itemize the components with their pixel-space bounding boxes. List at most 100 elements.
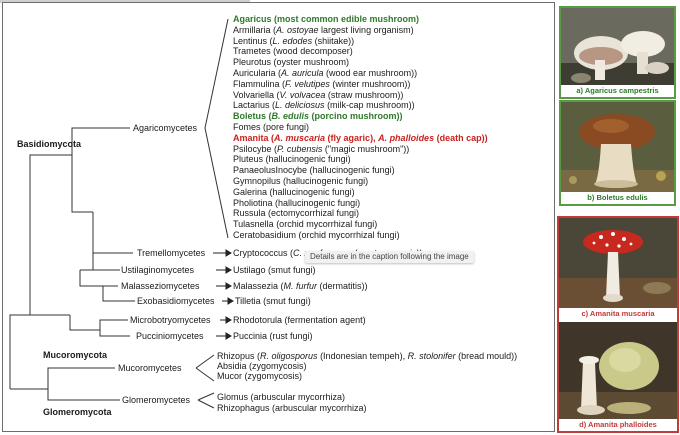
toxic-species-frame [557, 216, 679, 433]
text-run: Ustilago (smut fungi) [233, 265, 316, 275]
genus-entry: Ceratobasidium (orchid mycorrhizal fungi… [233, 230, 400, 240]
genus-entry: Volvariella (V. volvacea (straw mushroom… [233, 90, 403, 100]
text-run: Malassezia ( [233, 281, 284, 291]
text-run: Ceratobasidium (orchid mycorrhizal fungi… [233, 230, 400, 240]
text-run: A. phalloides [378, 132, 435, 143]
text-run: Rhizophagus (arbuscular mycorrhiza) [217, 402, 367, 413]
genus-entry: PanaeolusInocybe (hallucinogenic fungi) [233, 165, 395, 175]
text-run: Rhizopus ( [217, 351, 261, 361]
genus-entry: Amanita (A. muscaria (fly agaric), A. ph… [233, 133, 488, 143]
text-run: Volvariella ( [233, 89, 280, 100]
text-run: (bread mould)) [455, 351, 518, 361]
class-malasseziomycetes: Malasseziomycetes [121, 281, 200, 291]
text-run: Lentinus ( [233, 35, 273, 46]
text-run: Amanita ( [233, 132, 275, 143]
text-run: largest living organism) [318, 24, 414, 35]
genus-ustilago: Ustilago (smut fungi) [233, 265, 316, 275]
genus-entry: Glomus (arbuscular mycorrhiza) [217, 392, 345, 402]
text-run: PanaeolusInocybe (hallucinogenic fungi) [233, 165, 395, 176]
group-glomeromycota: Glomeromycota [43, 407, 112, 417]
text-run: R. oligosporus [260, 351, 318, 361]
class-ustilaginomycetes: Ustilaginomycetes [121, 265, 195, 275]
text-run: L. deliciosus [275, 100, 325, 111]
genus-entry: Pluteus (hallucinogenic fungi) [233, 154, 351, 164]
text-run: V. volvacea [279, 89, 326, 100]
text-run: L. edodes [272, 35, 313, 46]
text-run: Rhodotorula (fermentation agent) [233, 315, 366, 325]
text-run: Pleurotus (oyster mushroom) [233, 57, 350, 68]
text-run: A. ostoyae [276, 24, 319, 35]
genus-tilletia: Tilletia (smut fungi) [235, 296, 311, 306]
text-run: (milk-cap mushroom)) [324, 100, 415, 111]
amanita-muscaria-image [559, 218, 677, 320]
genus-entry: Trametes (wood decomposer) [233, 46, 353, 56]
text-run: Gymnopilus (hallucinogenic fungi) [233, 176, 369, 186]
genus-entry: Rhizophagus (arbuscular mycorrhiza) [217, 403, 367, 413]
genus-entry: Rhizopus (R. oligosporus (Indonesian tem… [217, 351, 517, 361]
text-run: Trametes (wood decomposer) [233, 46, 353, 57]
text-run: (Indonesian tempeh), [317, 351, 408, 361]
class-mucoromycetes: Mucoromycetes [118, 363, 182, 373]
amanita-phalloides-image [559, 322, 677, 431]
text-run: R. stolonifer [407, 351, 456, 361]
genus-entry: Absidia (zygomycosis) [217, 361, 307, 371]
top-edge-strip [0, 0, 250, 3]
tree-frame [2, 2, 555, 432]
text-run: A. muscaria [274, 132, 326, 143]
text-run: (fly agaric), [325, 132, 379, 143]
text-run: Boletus ( [233, 111, 272, 122]
text-run: (shiitake)) [312, 35, 355, 46]
class-agaricomycetes: Agaricomycetes [133, 123, 198, 133]
text-run: Russula (ectomycorrhizal fungi) [233, 208, 360, 219]
text-run: P. cubensis [277, 143, 323, 154]
text-run: Cryptococcus ( [233, 248, 294, 258]
class-microbotryomycetes: Microbotryomycetes [130, 315, 211, 325]
text-run: Flammulina ( [233, 78, 286, 89]
phylogenetic-tree-lines [9, 18, 234, 409]
genus-entry: Mucor (zygomycosis) [217, 371, 302, 381]
text-run: Tilletia (smut fungi) [235, 296, 311, 306]
genus-malassezia: Malassezia (M. furfur (dermatitis)) [233, 281, 368, 291]
group-mucoromycota: Mucoromycota [43, 350, 108, 360]
caption-agaricus: a) Agaricus campestris [561, 85, 674, 97]
genus-entry: Tulasnella (orchid mycorrhizal fungi) [233, 219, 377, 229]
text-run: (porcino mushroom)) [309, 111, 403, 122]
class-tremellomycetes: Tremellomycetes [137, 248, 206, 258]
genus-entry: Gymnopilus (hallucinogenic fungi) [233, 176, 368, 186]
caption-boletus: b) Boletus edulis [561, 192, 674, 204]
genus-entry: Flammulina (F. velutipes (winter mushroo… [233, 79, 410, 89]
text-run: Glomus (arbuscular mycorrhiza) [217, 392, 346, 402]
text-run: (straw mushroom)) [325, 89, 404, 100]
caption-amanita-muscaria: c) Amanita muscaria [559, 308, 677, 320]
text-run: Absidia (zygomycosis) [217, 361, 307, 371]
genus-entry: Psilocybe (P. cubensis ("magic mushroom"… [233, 144, 409, 154]
class-pucciniomycetes: Pucciniomycetes [136, 331, 204, 341]
text-run: A. auricula [281, 68, 324, 78]
genus-puccinia: Puccinia (rust fungi) [233, 331, 313, 341]
caption-tooltip: Details are in the caption following the… [305, 251, 474, 263]
text-run: Auricularia ( [233, 68, 282, 78]
genus-entry: Russula (ectomycorrhizal fungi) [233, 208, 359, 218]
text-run: Pluteus (hallucinogenic fungi) [233, 154, 351, 165]
text-run: (wood ear mushroom)) [323, 68, 418, 78]
text-run: (death cap)) [434, 132, 488, 143]
text-run: Armillaria ( [233, 24, 277, 35]
genus-entry: Boletus (B. edulis (porcino mushroom)) [233, 111, 403, 121]
photo-agaricus-campestris: a) Agaricus campestris [559, 6, 676, 99]
text-run: Mucor (zygomycosis) [217, 371, 303, 381]
text-run: (dermatitis)) [317, 281, 368, 291]
genus-entry: Pleurotus (oyster mushroom) [233, 57, 349, 67]
genus-entry: Fomes (pore fungi) [233, 122, 309, 132]
text-run: Psilocybe ( [233, 143, 278, 154]
caption-amanita-phalloides: d) Amanita phalloides [559, 419, 677, 431]
text-run: (winter mushroom)) [329, 78, 411, 89]
genus-rhodotorula: Rhodotorula (fermentation agent) [233, 315, 366, 325]
genus-entry: Galerina (hallucinogenic fungi) [233, 187, 355, 197]
text-run: Tulasnella (orchid mycorrhizal fungi) [233, 219, 378, 230]
genus-entry: Lactarius (L. deliciosus (milk-cap mushr… [233, 100, 415, 110]
text-run: Agaricus (most common edible mushroom) [233, 14, 420, 24]
photo-amanita-muscaria: c) Amanita muscaria [559, 218, 677, 320]
boletus-mushroom-image [561, 102, 674, 204]
genus-entry: Auricularia (A. auricula (wood ear mushr… [233, 68, 417, 78]
text-run: Fomes (pore fungi) [233, 122, 310, 132]
